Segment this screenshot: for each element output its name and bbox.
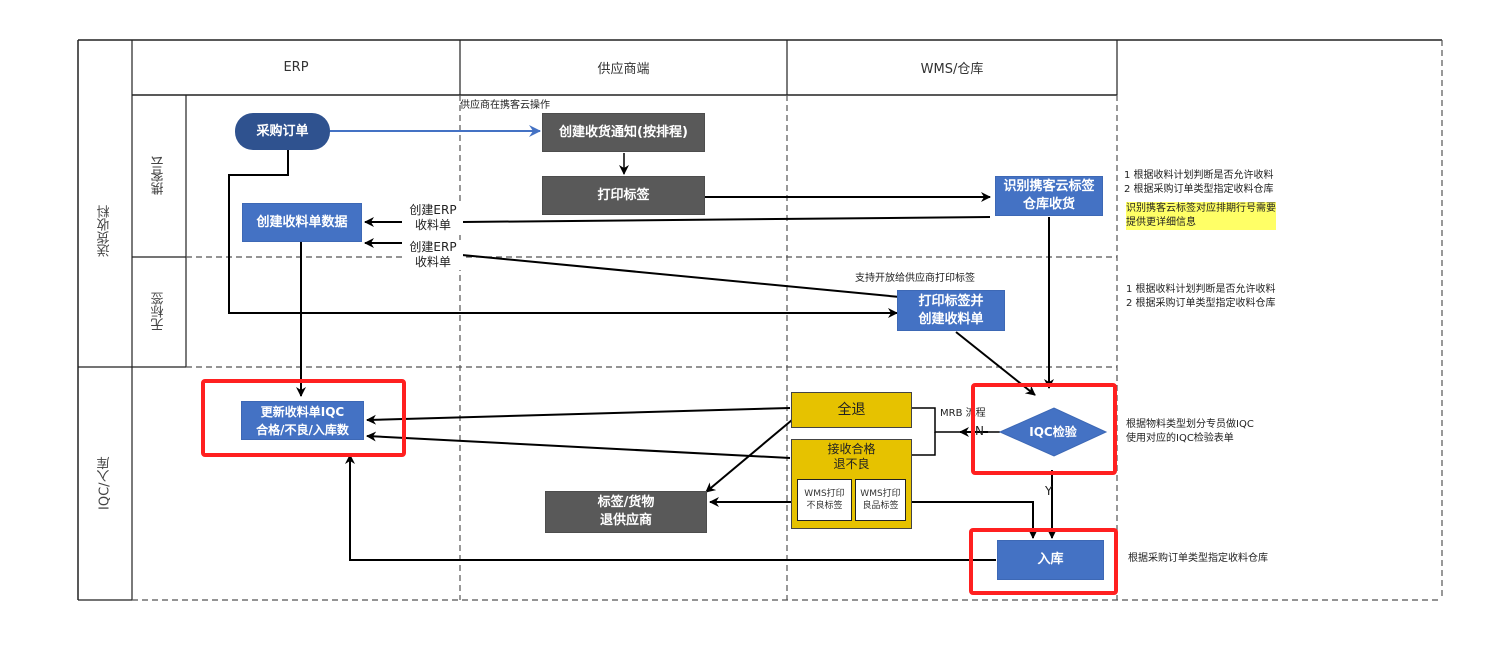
highlight-iqc-check bbox=[971, 383, 1117, 475]
node-update-iqc[interactable]: 更新收料单IQC 合格/不良/入库数 bbox=[241, 401, 364, 440]
label-y: Y bbox=[1045, 484, 1053, 498]
note-receipt-rules-2: 1 根据收料计划判断是否允许收料 2 根据采购订单类型指定收料仓库 bbox=[1126, 284, 1276, 309]
row-sublabel-nolabel: 无标签 bbox=[151, 292, 167, 332]
node-wms-print-good[interactable]: WMS打印 良品标签 bbox=[855, 479, 906, 521]
label-create-erp-2: 创建ERP 收料单 bbox=[403, 240, 463, 270]
node-wms-print-bad[interactable]: WMS打印 不良标签 bbox=[797, 479, 852, 521]
note-warehouse: 根据采购订单类型指定收料仓库 bbox=[1128, 553, 1268, 564]
note-iqc: 根据物料类型划分专员做IQC 使用对应的IQC检验表单 bbox=[1126, 419, 1254, 444]
line-iqc-n-2 bbox=[912, 432, 936, 456]
line-po-to-nolabel bbox=[228, 150, 898, 318]
label-create-erp-1: 创建ERP 收料单 bbox=[403, 203, 463, 233]
label-support-print: 支持开放给供应商打印标签 bbox=[855, 273, 975, 284]
node-print-label[interactable]: 打印标签 bbox=[542, 176, 705, 215]
node-warehouse-in[interactable]: 入库 bbox=[997, 540, 1104, 580]
node-full-return[interactable]: 全退 bbox=[791, 392, 912, 428]
row-sublabel-xiekeyun: 携客云 bbox=[151, 156, 167, 196]
node-create-receipt-notice[interactable]: 创建收货通知(按排程) bbox=[542, 113, 705, 152]
arrow-warehouse-to-update bbox=[345, 454, 996, 561]
label-supplier-op: 供应商在携客云操作 bbox=[460, 100, 550, 111]
label-n: N bbox=[975, 424, 984, 438]
arrow-fullreturn-to-update bbox=[366, 407, 791, 425]
swimlane-frame bbox=[77, 39, 1443, 601]
lane-header-wms: WMS/仓库 bbox=[920, 62, 984, 77]
note-highlight: 识别携客云标签对应排期行号需要 提供更详细信息 bbox=[1126, 202, 1276, 230]
node-print-label-create[interactable]: 打印标签并 创建收料单 bbox=[897, 290, 1005, 331]
lane-header-supplier: 供应商端 bbox=[597, 62, 650, 77]
line-print-create-to-erp bbox=[461, 254, 901, 298]
node-create-receipt-data[interactable]: 创建收料单数据 bbox=[242, 203, 362, 242]
node-return-supplier[interactable]: 标签/货物 退供应商 bbox=[545, 491, 707, 533]
label-mrb: MRB 流程 bbox=[940, 408, 986, 419]
lane-header-erp: ERP bbox=[283, 60, 309, 75]
arrow-accept-to-update bbox=[366, 431, 791, 459]
highlight-update-iqc bbox=[201, 379, 406, 457]
arrow-identify-to-erp bbox=[461, 216, 991, 223]
accept-return-bad-label: 接收合格 退不良 bbox=[827, 442, 876, 471]
node-identify-label[interactable]: 识别携客云标签 仓库收货 bbox=[995, 176, 1103, 216]
arrow-fullreturn-to-supplier bbox=[705, 419, 793, 493]
node-iqc-check[interactable]: IQC检验 bbox=[1029, 425, 1077, 439]
iqc-check-diamond bbox=[998, 407, 1108, 457]
highlight-warehouse-in bbox=[969, 528, 1118, 595]
row-label-delivery: 送货收料 bbox=[97, 205, 113, 257]
arrow-goodlabel-to-warehouse bbox=[900, 501, 1038, 539]
node-purchase-order[interactable]: 采购订单 bbox=[235, 113, 330, 150]
row-label-iqc: IQC/入库 bbox=[97, 456, 113, 511]
note-receipt-rules-1: 1 根据收料计划判断是否允许收料 2 根据采购订单类型指定收料仓库 bbox=[1124, 170, 1274, 195]
